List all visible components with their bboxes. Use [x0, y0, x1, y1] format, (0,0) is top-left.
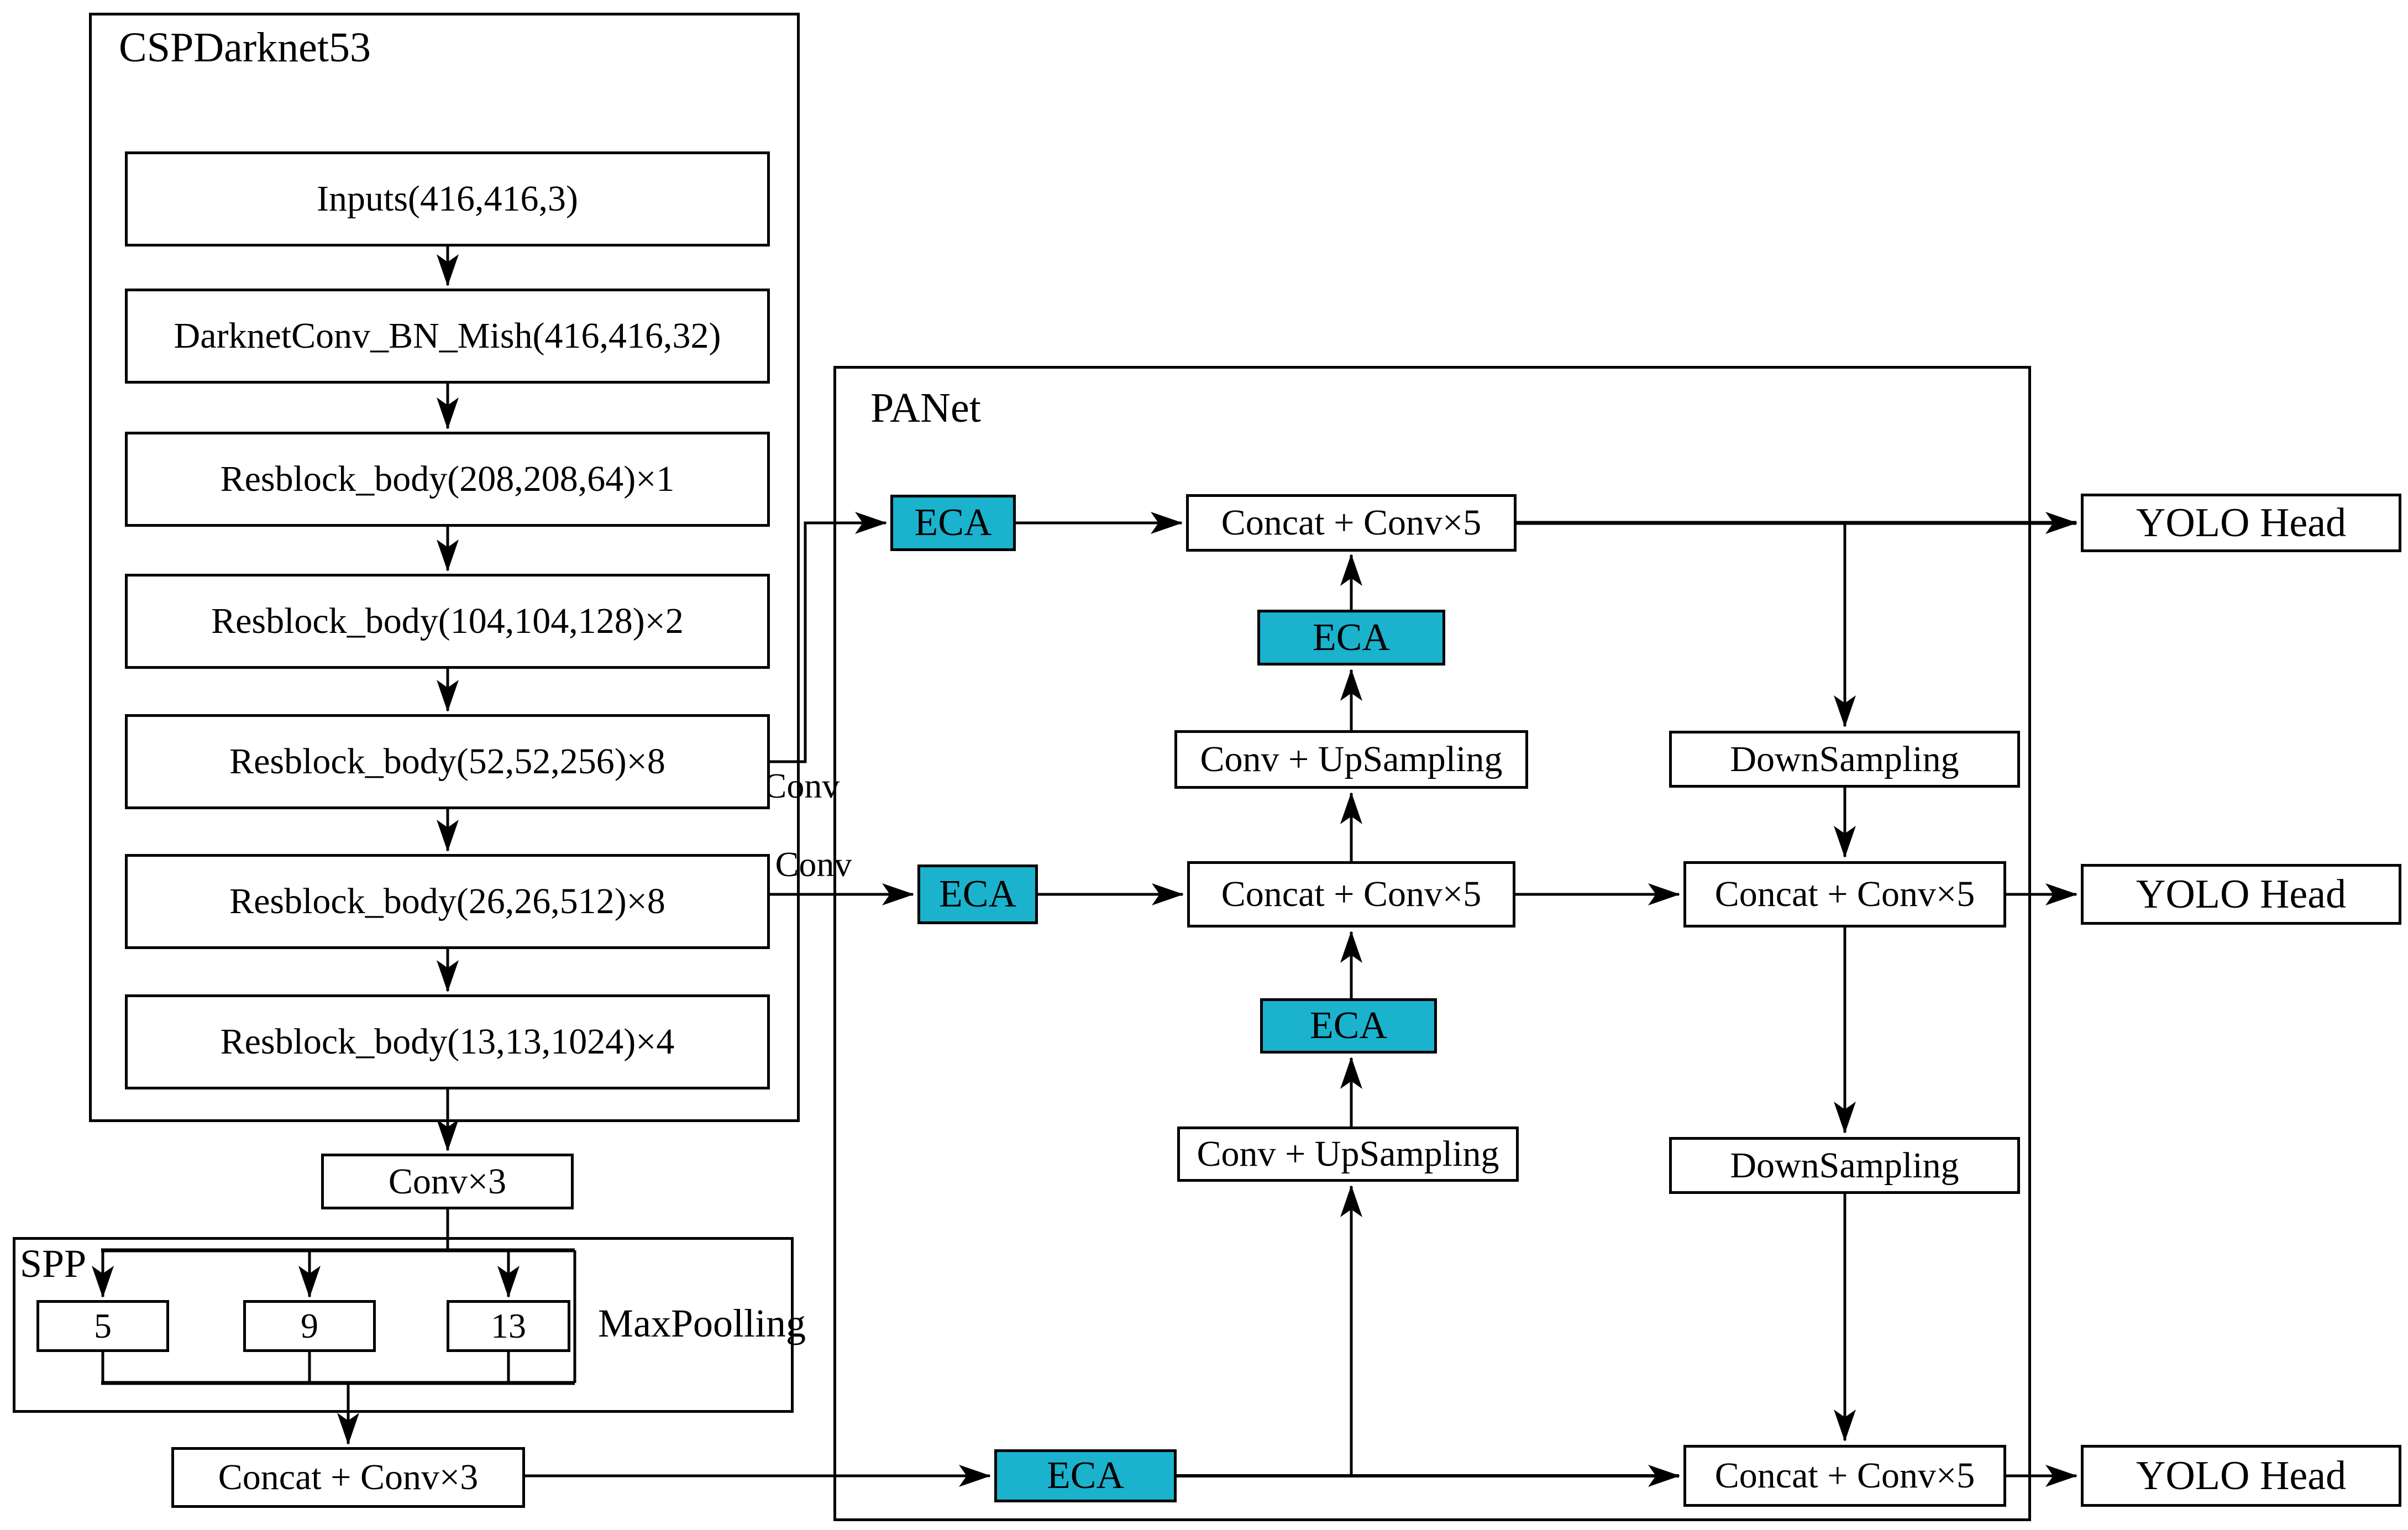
conv-upsampling-box-2: Conv + UpSampling	[1177, 1126, 1519, 1182]
panet-title: PANet	[870, 385, 981, 431]
eca-box-2: ECA	[1257, 610, 1445, 666]
yolo-head-box-3: YOLO Head	[2081, 1445, 2401, 1507]
downsampling-box-2: DownSampling	[1669, 1137, 2020, 1194]
maxpool-13-box: 13	[447, 1300, 570, 1352]
concat-conv5-box-3: Concat + Conv×5	[1683, 861, 2006, 928]
spp-frame	[13, 1237, 794, 1413]
conv-upsampling-box-1: Conv + UpSampling	[1174, 730, 1528, 789]
eca-box-4: ECA	[1260, 998, 1437, 1054]
conv3-box: Conv×3	[321, 1154, 574, 1209]
yolo-head-box-1: YOLO Head	[2081, 494, 2401, 552]
downsampling-box-1: DownSampling	[1669, 731, 2020, 788]
eca-box-1: ECA	[890, 495, 1016, 551]
spp-title: SPP	[20, 1241, 87, 1286]
panet-frame	[833, 366, 2031, 1521]
darknet-conv-box: DarknetConv_BN_Mish(416,416,32)	[125, 289, 770, 384]
yolo-head-box-2: YOLO Head	[2081, 864, 2401, 925]
conv-branch-label-2: Conv	[775, 845, 852, 884]
backbone-frame	[89, 13, 800, 1122]
resblock-52-box: Resblock_body(52,52,256)×8	[125, 714, 770, 809]
input-layer-box: Inputs(416,416,3)	[125, 151, 770, 247]
maxpool-5-box: 5	[36, 1300, 169, 1352]
concat-conv5-box-4: Concat + Conv×5	[1683, 1445, 2006, 1507]
conv-branch-label-1: Conv	[763, 766, 840, 805]
resblock-104-box: Resblock_body(104,104,128)×2	[125, 574, 770, 669]
concat-conv3-box: Concat + Conv×3	[171, 1447, 525, 1508]
resblock-26-box: Resblock_body(26,26,512)×8	[125, 854, 770, 949]
resblock-13-box: Resblock_body(13,13,1024)×4	[125, 994, 770, 1089]
eca-box-5: ECA	[994, 1449, 1177, 1502]
eca-box-3: ECA	[917, 864, 1038, 924]
cspdarknet53-title: CSPDarknet53	[119, 24, 371, 71]
maxpool-9-box: 9	[243, 1300, 376, 1352]
resblock-208-box: Resblock_body(208,208,64)×1	[125, 432, 770, 527]
maxpooling-label: MaxPoolling	[598, 1301, 806, 1345]
concat-conv5-box-2: Concat + Conv×5	[1187, 861, 1515, 928]
concat-conv5-box-1: Concat + Conv×5	[1186, 494, 1517, 552]
